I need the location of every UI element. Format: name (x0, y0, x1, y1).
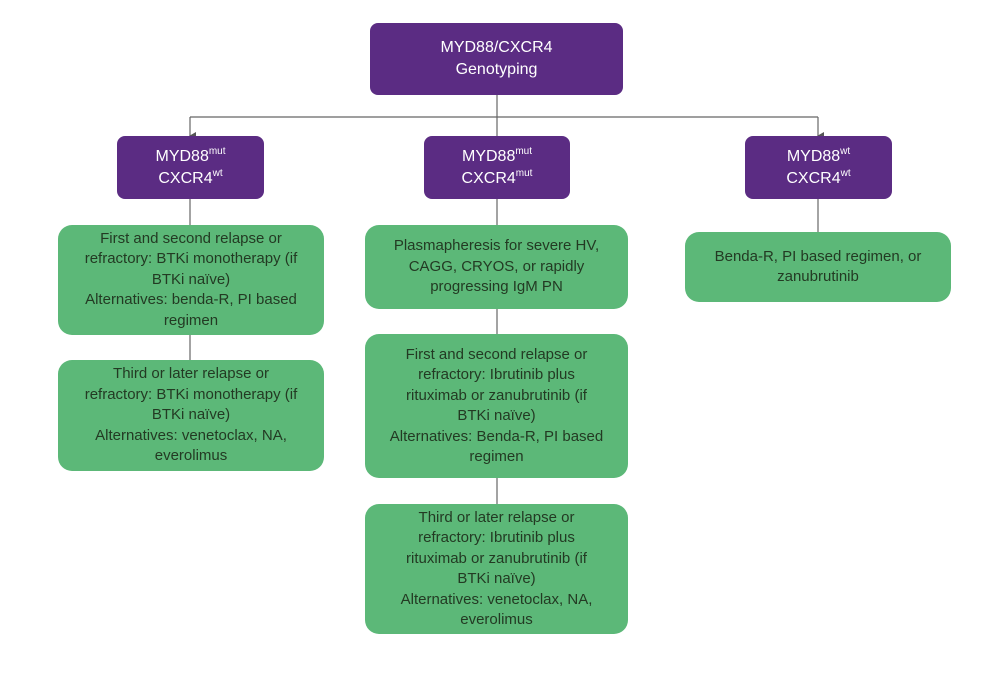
box-text-line: Benda-R, PI based regimen, or (714, 247, 922, 265)
mutation-status: mut (208, 145, 226, 157)
box-text-line: refractory: BTKi monotherapy (if (84, 250, 298, 268)
gene-label: MYD88 (461, 147, 516, 165)
gene-label: CXCR4 (786, 169, 841, 187)
header-myd88mut-cxcr4mut: MYD88mut CXCR4mut (424, 136, 570, 199)
gene-label: CXCR4 (158, 169, 213, 187)
box-text-line: CAGG, CRYOS, or rapidly (408, 257, 585, 275)
mid-first-second-relapse-box: First and second relapse or refractory: … (365, 334, 628, 478)
root-line-1: MYD88/CXCR4 (440, 39, 553, 56)
box-text-line: zanubrutinib (777, 268, 859, 285)
mutation-status: wt (840, 167, 851, 179)
box-text-line: progressing IgM PN (430, 278, 563, 296)
header-myd88mut-cxcr4wt: MYD88mut CXCR4wt (117, 136, 264, 199)
left-first-second-relapse-box: First and second relapse or refractory: … (58, 225, 324, 335)
gene-label: MYD88 (786, 147, 841, 165)
left-third-relapse-box: Third or later relapse or refractory: BT… (58, 360, 324, 471)
mid-third-relapse-box: Third or later relapse or refractory: Ib… (365, 504, 628, 634)
box-text-line: First and second relapse or (100, 229, 282, 247)
box-text-line: Alternatives: benda-R, PI based (85, 291, 297, 309)
gene-label: CXCR4 (461, 169, 516, 187)
box-text-line: BTKi naïve) (457, 570, 536, 587)
box-text-line: everolimus (154, 447, 228, 465)
mutation-status: mut (515, 167, 533, 179)
right-benda-r-box: Benda-R, PI based regimen, or zanubrutin… (685, 232, 951, 302)
mutation-status: mut (515, 145, 533, 157)
box-text-line: Alternatives: Benda-R, PI based (389, 427, 604, 445)
box-text-line: refractory: Ibrutinib plus (418, 529, 575, 546)
box-text-line: rituximab or zanubrutinib (if (406, 386, 587, 404)
box-text-line: BTKi naïve) (457, 407, 536, 424)
box-text-line: refractory: BTKi monotherapy (if (84, 385, 298, 403)
root-line-2: Genotyping (455, 61, 538, 78)
box-text-line: everolimus (460, 611, 533, 628)
box-text-line: Alternatives: venetoclax, NA, (400, 590, 593, 608)
mid-plasmapheresis-box: Plasmapheresis for severe HV, CAGG, CRYO… (365, 225, 628, 309)
gene-label: MYD88 (155, 147, 209, 165)
box-text-line: Plasmapheresis for severe HV, (393, 237, 600, 255)
mutation-status: wt (212, 167, 223, 179)
root-genotyping-node: MYD88/CXCR4 Genotyping (370, 23, 623, 95)
box-text-line: regimen (163, 311, 219, 329)
box-text-line: rituximab or zanubrutinib (if (406, 549, 587, 567)
box-text-line: BTKi naïve) (151, 270, 231, 288)
box-text-line: Alternatives: venetoclax, NA, (95, 426, 287, 444)
box-text-line: regimen (469, 448, 524, 465)
mutation-status: wt (840, 145, 851, 157)
box-text-line: Third or later relapse or (113, 365, 269, 383)
box-text-line: refractory: Ibrutinib plus (418, 366, 575, 383)
box-text-line: First and second relapse or (405, 345, 588, 363)
box-text-line: Third or later relapse or (418, 508, 575, 526)
box-text-line: BTKi naïve) (151, 406, 231, 424)
header-myd88wt-cxcr4wt: MYD88wt CXCR4wt (745, 136, 892, 199)
